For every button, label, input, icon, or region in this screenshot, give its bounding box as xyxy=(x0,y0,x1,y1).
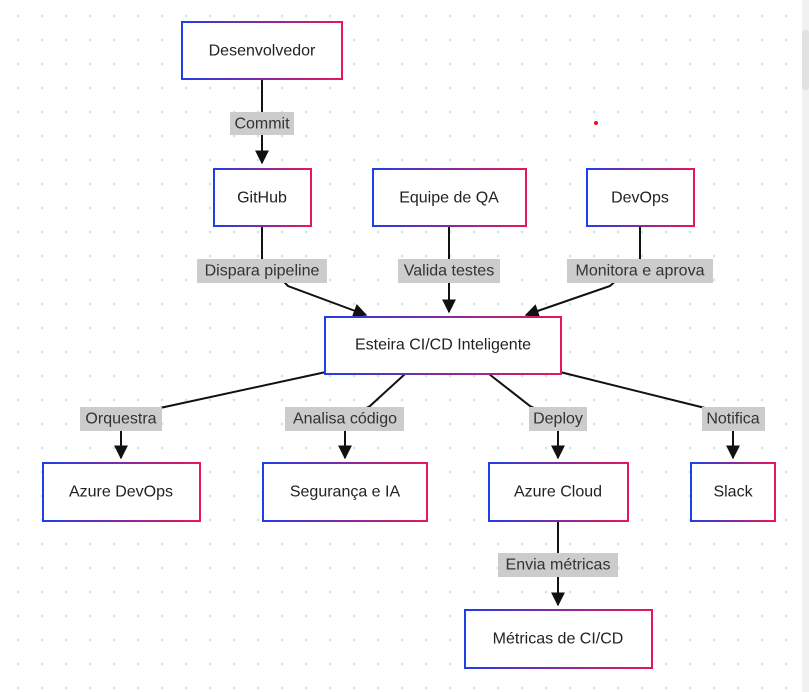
edge-envia-metricas: Envia métricas xyxy=(498,522,618,607)
edge-label-analisa-codigo: Analisa código xyxy=(293,411,397,428)
edge-label-deploy: Deploy xyxy=(533,411,583,428)
node-azure-cloud-label: Azure Cloud xyxy=(514,484,602,501)
node-slack-label: Slack xyxy=(713,484,753,501)
marker-dot xyxy=(594,121,598,125)
node-desenvolvedor[interactable]: Desenvolvedor xyxy=(181,21,343,80)
edge-analisa-codigo: Analisa código xyxy=(285,373,406,460)
node-azure-cloud[interactable]: Azure Cloud xyxy=(488,462,629,522)
node-desenvolvedor-label: Desenvolvedor xyxy=(209,43,316,60)
node-metricas-label: Métricas de CI/CD xyxy=(493,631,624,648)
node-azure-devops[interactable]: Azure DevOps xyxy=(42,462,201,522)
edge-label-dispara-pipeline: Dispara pipeline xyxy=(205,263,320,280)
edge-orquestra: Orquestra xyxy=(80,371,327,460)
node-equipe-qa[interactable]: Equipe de QA xyxy=(372,168,527,227)
node-devops[interactable]: DevOps xyxy=(586,168,695,227)
edge-notifica: Notifica xyxy=(559,371,765,460)
edge-valida-testes: Valida testes xyxy=(398,227,500,314)
node-esteira[interactable]: Esteira CI/CD Inteligente xyxy=(324,316,562,375)
node-github[interactable]: GitHub xyxy=(213,168,312,227)
edge-commit: Commit xyxy=(230,80,294,165)
edge-deploy: Deploy xyxy=(488,373,587,460)
edge-label-commit: Commit xyxy=(234,116,290,133)
edge-label-monitora-aprova: Monitora e aprova xyxy=(576,263,705,280)
edge-label-valida-testes: Valida testes xyxy=(404,263,494,280)
node-seguranca-ia-label: Segurança e IA xyxy=(290,484,401,501)
node-slack[interactable]: Slack xyxy=(690,462,776,522)
node-devops-label: DevOps xyxy=(611,190,669,207)
edge-dispara-pipeline: Dispara pipeline xyxy=(197,227,368,318)
node-metricas[interactable]: Métricas de CI/CD xyxy=(464,609,653,669)
edge-label-envia-metricas: Envia métricas xyxy=(506,557,611,574)
node-azure-devops-label: Azure DevOps xyxy=(69,484,173,501)
node-seguranca-ia[interactable]: Segurança e IA xyxy=(262,462,428,522)
scrollbar-thumb[interactable] xyxy=(802,30,809,90)
scrollbar-track[interactable] xyxy=(802,0,809,692)
edge-label-orquestra: Orquestra xyxy=(85,411,156,428)
node-github-label: GitHub xyxy=(237,190,287,207)
edge-monitora-aprova: Monitora e aprova xyxy=(524,227,713,318)
node-equipe-qa-label: Equipe de QA xyxy=(399,190,499,207)
edge-label-notifica: Notifica xyxy=(706,411,759,428)
node-esteira-label: Esteira CI/CD Inteligente xyxy=(355,337,531,354)
